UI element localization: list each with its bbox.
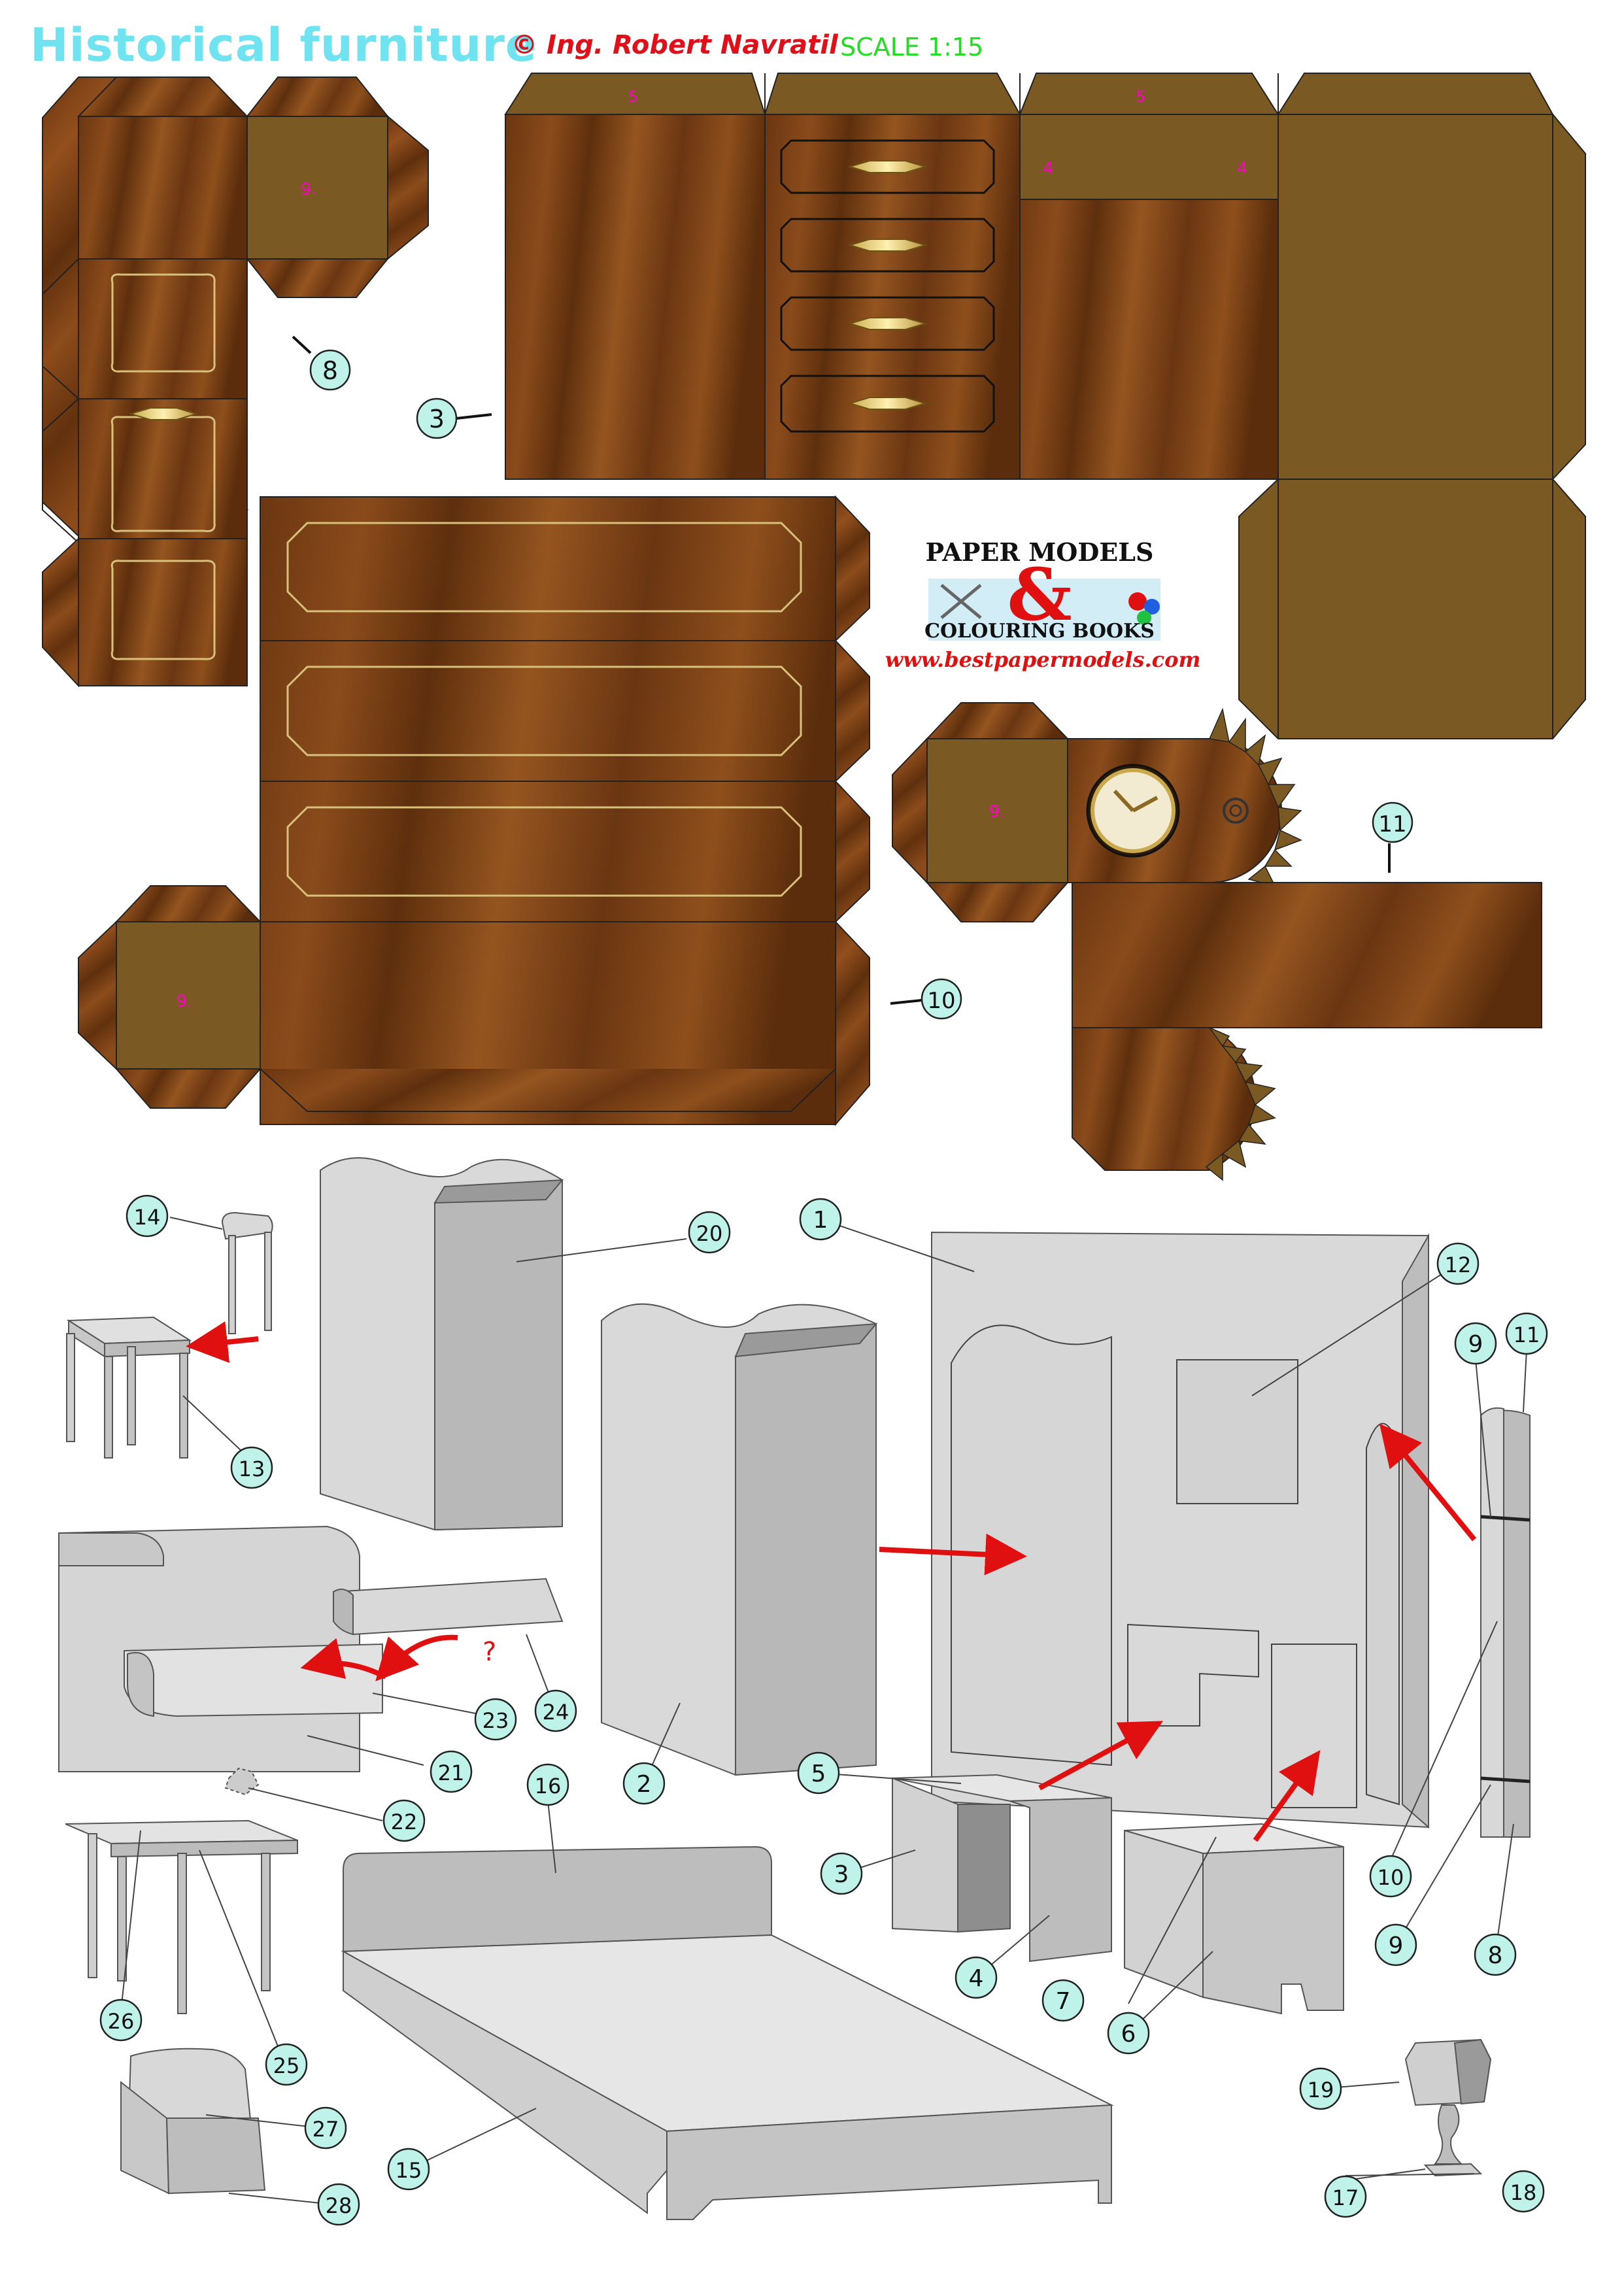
copyright-symbol: © <box>511 30 537 60</box>
svg-text:27: 27 <box>313 2117 339 2142</box>
svg-text:9: 9 <box>1468 1331 1483 1358</box>
logo-ampersand: & <box>1007 552 1072 637</box>
svg-text:8: 8 <box>1488 1942 1503 1969</box>
svg-text:28: 28 <box>326 2193 352 2218</box>
glue-label-9-bottom: 9. <box>177 992 193 1011</box>
author-credit: © Ing. Robert Navratil <box>511 30 838 60</box>
scale-label: SCALE 1:15 <box>840 33 984 61</box>
callout-24: 24 <box>534 1689 577 1732</box>
assembly-arrows <box>186 1321 1477 1842</box>
logo-line1: PAPER MODELS <box>926 537 1154 567</box>
callout-12: 12 <box>1436 1242 1480 1285</box>
glue-label-9-clock: 9. <box>989 802 1006 822</box>
svg-text:20: 20 <box>696 1221 723 1246</box>
assembly-leaders <box>120 1217 1527 2204</box>
callout-7: 7 <box>1041 1979 1085 2022</box>
svg-text:9: 9 <box>1389 1932 1404 1959</box>
author-name: Ing. Robert Navratil <box>546 30 838 60</box>
callout-16: 16 <box>526 1763 569 1806</box>
svg-text:8: 8 <box>322 356 338 385</box>
svg-text:14: 14 <box>134 1205 161 1230</box>
cut-callout-11: 11 <box>1372 801 1413 873</box>
callout-28: 28 <box>317 2183 360 2226</box>
callout-22: 22 <box>382 1799 426 1842</box>
svg-text:26: 26 <box>108 2009 135 2034</box>
logo-line2: COLOURING BOOKS <box>924 620 1155 643</box>
callout-21: 21 <box>430 1750 473 1793</box>
question-mark: ? <box>482 1637 496 1667</box>
svg-text:12: 12 <box>1445 1253 1472 1277</box>
callout-18: 18 <box>1502 2170 1545 2213</box>
svg-text:6: 6 <box>1121 2021 1136 2048</box>
cutout-part-10: 9. <box>78 495 870 1126</box>
svg-text:3: 3 <box>429 405 445 433</box>
svg-text:23: 23 <box>482 1708 509 1733</box>
svg-text:16: 16 <box>535 1774 562 1798</box>
callout-17: 17 <box>1324 2175 1367 2218</box>
callout-4: 4 <box>955 1956 998 1999</box>
svg-text:10: 10 <box>1378 1865 1404 1890</box>
callout-1: 1 <box>799 1198 842 1241</box>
callout-25: 25 <box>265 2043 308 2086</box>
page-title: Historical furniture <box>30 18 537 72</box>
svg-text:7: 7 <box>1056 1988 1071 2015</box>
cut-callout-8: 8 <box>292 335 351 391</box>
callout-9-upper: 9 <box>1454 1322 1497 1365</box>
callout-13: 13 <box>230 1446 273 1489</box>
callout-14: 14 <box>126 1194 169 1238</box>
logo-url: www.bestpapermodels.com <box>885 647 1201 672</box>
callout-27: 27 <box>304 2106 347 2150</box>
svg-text:10: 10 <box>927 988 955 1014</box>
callout-8: 8 <box>1474 1933 1517 1976</box>
svg-text:22: 22 <box>391 1810 418 1834</box>
svg-text:25: 25 <box>273 2053 300 2078</box>
svg-text:11: 11 <box>1514 1323 1540 1347</box>
assembly-diagram <box>58 1157 1531 2220</box>
callout-2: 2 <box>622 1762 666 1805</box>
glue-label-9-top: 9. <box>301 180 317 199</box>
callout-20: 20 <box>688 1211 731 1254</box>
svg-text:17: 17 <box>1332 2185 1359 2210</box>
svg-text:21: 21 <box>438 1761 465 1785</box>
svg-text:15: 15 <box>396 2158 422 2183</box>
cutout-part-3: 5 5 4 4 <box>504 73 1586 739</box>
paper-models-logo: PAPER MODELS & COLOURING BOOKS www.bestp… <box>885 537 1201 672</box>
cutout-part-11: 9. <box>892 702 1542 1181</box>
callout-19: 19 <box>1299 2067 1342 2110</box>
callout-23: 23 <box>474 1698 517 1741</box>
glue-label-4-b: 4 <box>1237 159 1247 177</box>
cut-callout-10: 10 <box>890 978 962 1020</box>
scissors-icon <box>940 584 982 619</box>
assembly-callouts: 1 2 3 4 5 6 7 8 9 10 9 11 12 13 14 15 16… <box>99 1194 1548 2226</box>
cut-callout-3: 3 <box>416 397 492 439</box>
glue-label-5-b: 5 <box>1136 88 1145 106</box>
callout-11: 11 <box>1505 1312 1548 1355</box>
svg-text:11: 11 <box>1378 811 1406 837</box>
callout-9-lower: 9 <box>1374 1923 1417 1966</box>
svg-text:4: 4 <box>969 1965 984 1992</box>
callout-5: 5 <box>797 1751 840 1795</box>
callout-15: 15 <box>387 2148 430 2191</box>
svg-text:1: 1 <box>813 1207 828 1234</box>
svg-text:2: 2 <box>637 1771 652 1798</box>
svg-text:19: 19 <box>1308 2078 1334 2102</box>
svg-text:5: 5 <box>811 1761 826 1787</box>
callout-6: 6 <box>1107 2012 1150 2055</box>
svg-text:18: 18 <box>1510 2180 1537 2205</box>
callout-26: 26 <box>99 1999 143 2042</box>
cutout-part-8: 9. <box>42 76 429 688</box>
svg-text:13: 13 <box>239 1457 265 1481</box>
svg-text:3: 3 <box>834 1861 849 1888</box>
glue-label-5-a: 5 <box>628 88 637 106</box>
glue-label-4-a: 4 <box>1043 159 1053 177</box>
callout-3: 3 <box>820 1852 863 1895</box>
svg-text:24: 24 <box>543 1700 569 1725</box>
callout-10: 10 <box>1369 1855 1412 1898</box>
